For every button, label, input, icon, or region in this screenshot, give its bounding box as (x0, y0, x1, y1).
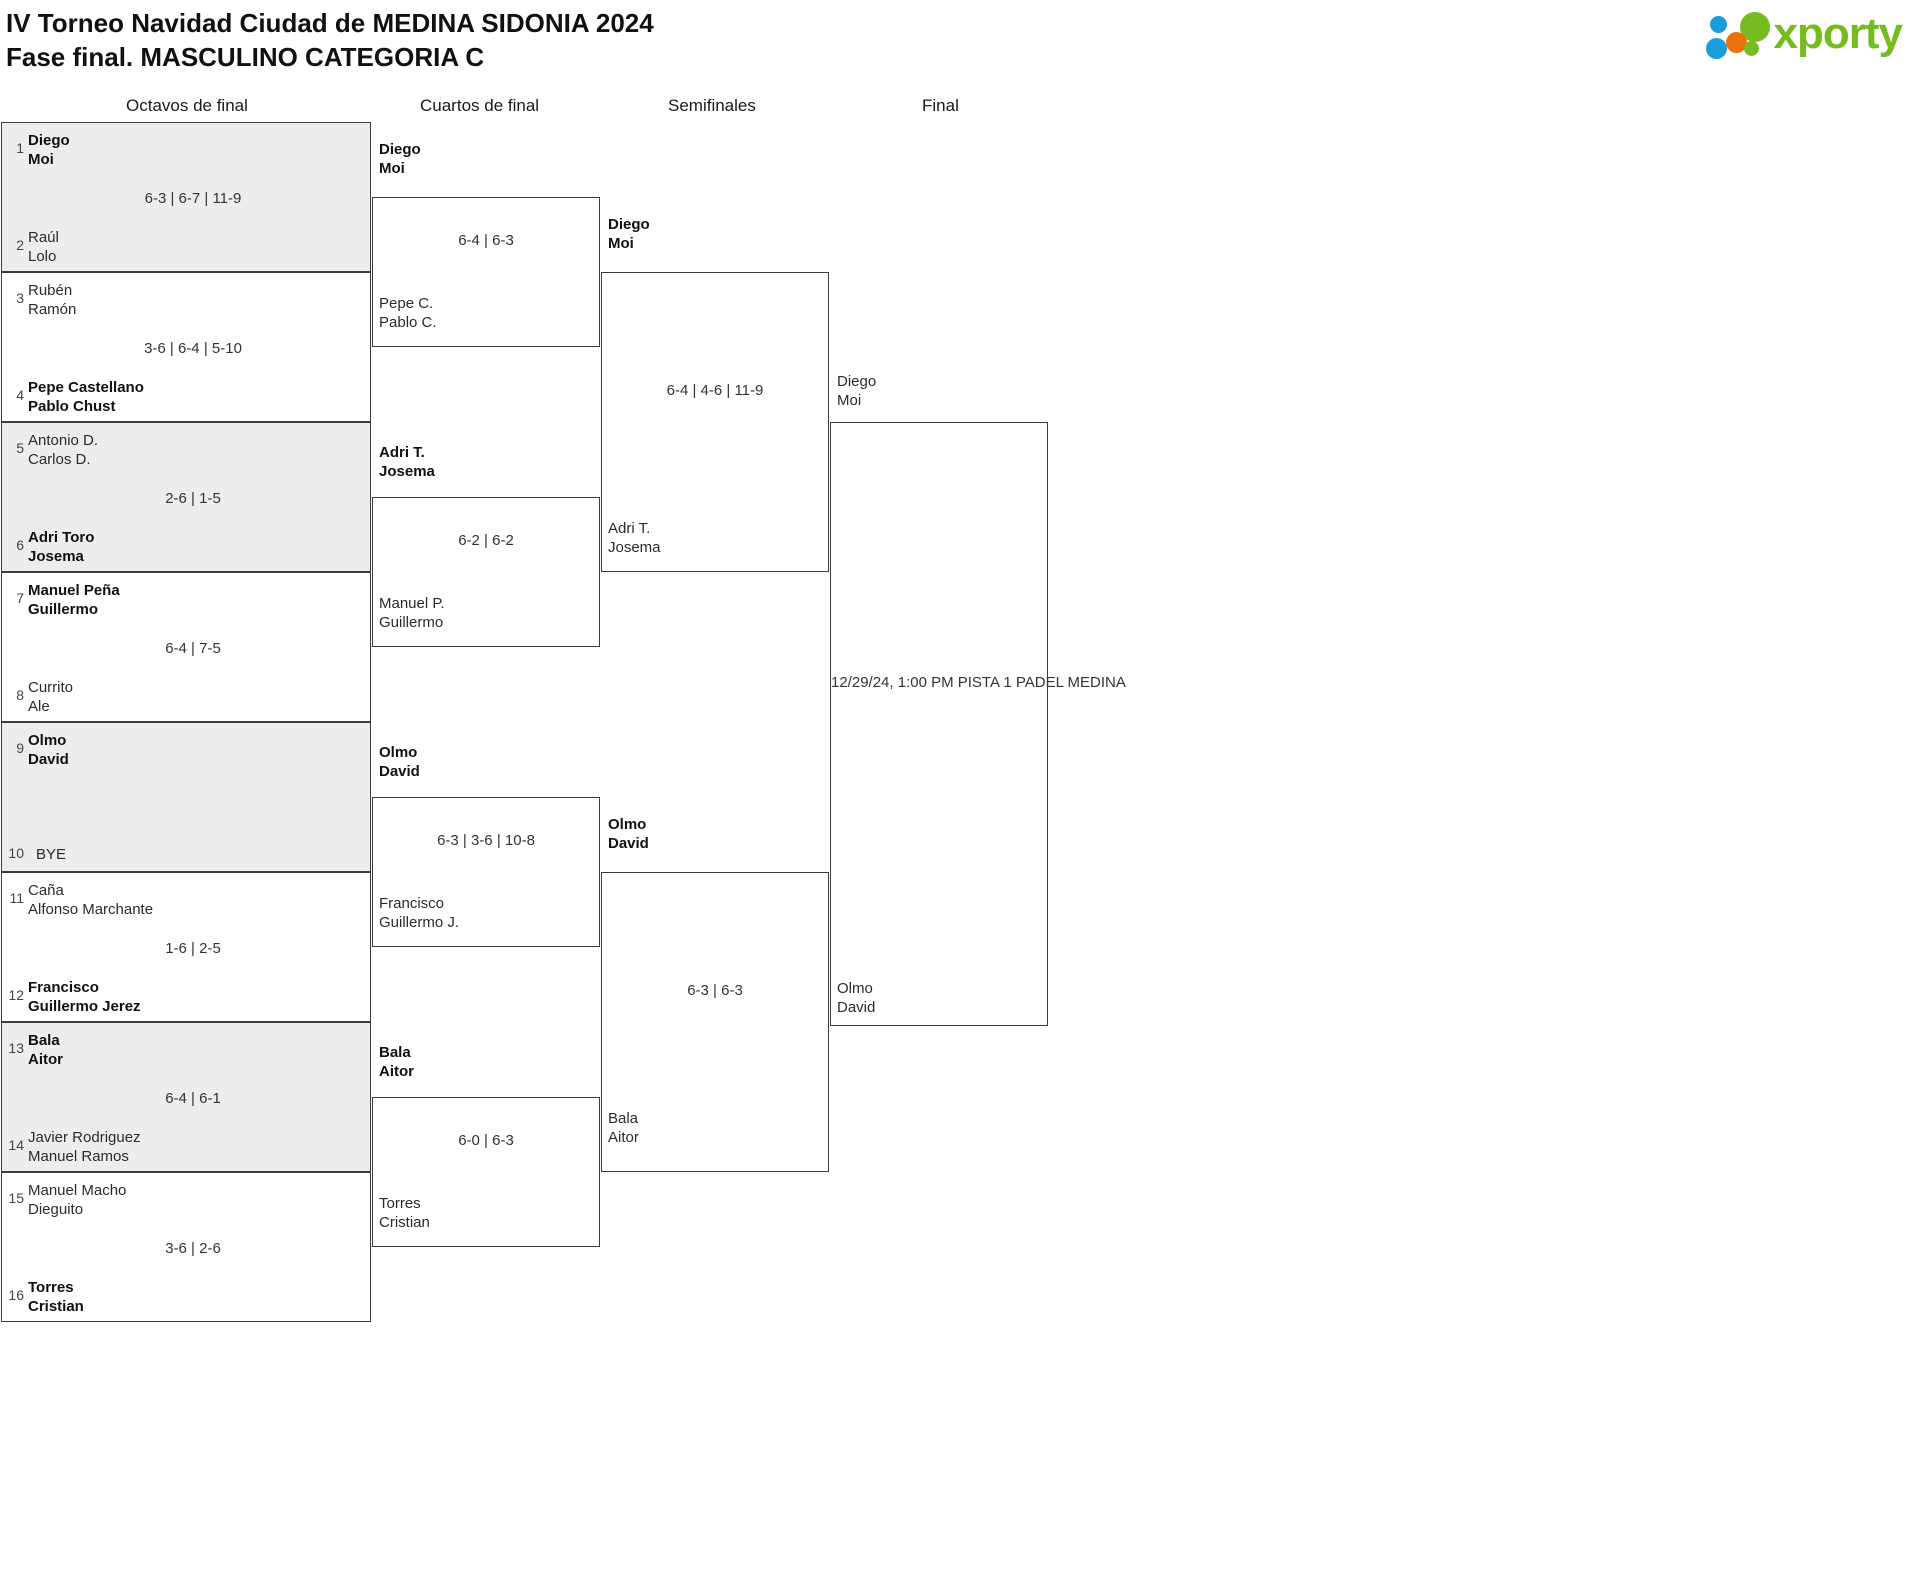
r16-team-bye: BYE (36, 846, 67, 863)
r16-team: Olmo David (28, 732, 69, 768)
seed-number: 1 (16, 140, 24, 156)
r16-team: Antonio D. Carlos D. (28, 432, 99, 468)
qf-score: 6-0 | 6-3 (458, 1132, 514, 1149)
seed-number: 10 (8, 845, 24, 861)
r16-team: Javier Rodriguez Manuel Ramos (28, 1129, 141, 1165)
r16-score: 3-6 | 2-6 (165, 1240, 221, 1257)
r16-score: 6-4 | 7-5 (165, 640, 221, 657)
r16-team: Pepe Castellano Pablo Chust (28, 379, 144, 415)
seed-number: 12 (8, 987, 24, 1003)
r16-team: Francisco Guillermo Jerez (28, 979, 141, 1015)
r16-team: Manuel Peña Guillermo (28, 582, 120, 618)
qf-team: Diego Moi (379, 141, 421, 177)
seed-number: 3 (16, 290, 24, 306)
seed-number: 9 (16, 740, 24, 756)
r16-team: Adri Toro Josema (28, 529, 95, 565)
seed-number: 6 (16, 537, 24, 553)
qf-match-1[interactable] (372, 197, 600, 347)
qf-match-2[interactable] (372, 497, 600, 647)
qf-team: Bala Aitor (379, 1044, 414, 1080)
r16-team: Manuel Macho Dieguito (28, 1182, 127, 1218)
xporty-dots-icon (1702, 8, 1770, 60)
xporty-logo[interactable]: xporty (1702, 8, 1903, 60)
r16-score: 6-4 | 6-1 (165, 1090, 221, 1107)
sf-match-2[interactable] (601, 872, 829, 1172)
r16-match-1[interactable] (1, 122, 371, 272)
final-team: Olmo David (837, 980, 876, 1016)
seed-number: 13 (8, 1040, 24, 1056)
round-header-cuartos: Cuartos de final (420, 96, 540, 115)
round-header-final: Final (922, 96, 959, 115)
qf-team: Torres Cristian (379, 1195, 430, 1231)
seed-number: 2 (16, 237, 24, 253)
seed-number: 4 (16, 387, 24, 403)
seed-number: 8 (16, 687, 24, 703)
xporty-wordmark: xporty (1773, 9, 1903, 58)
r16-match-6[interactable] (1, 872, 371, 1022)
seed-number: 11 (9, 890, 24, 906)
r16-team: Diego Moi (28, 132, 70, 168)
r16-match-2[interactable] (1, 272, 371, 422)
r16-match-5[interactable] (1, 722, 371, 872)
sf-score: 6-4 | 4-6 | 11-9 (666, 382, 764, 399)
qf-score: 6-2 | 6-2 (458, 532, 514, 549)
qf-team: Francisco Guillermo J. (379, 895, 460, 931)
seed-number: 15 (8, 1190, 24, 1206)
r16-team: Rubén Ramón (28, 282, 77, 318)
seed-number: 5 (16, 440, 24, 456)
round-header-semis: Semifinales (668, 96, 756, 115)
r16-match-8[interactable] (1, 1172, 371, 1322)
final-team: Diego Moi (837, 373, 877, 409)
r16-team: Bala Aitor (28, 1032, 63, 1068)
r16-match-7[interactable] (1, 1022, 371, 1172)
sf-match-1[interactable] (601, 272, 829, 572)
r16-team: Caña Alfonso Marchante (28, 882, 154, 918)
seed-number: 16 (8, 1287, 24, 1303)
r16-match-4[interactable] (1, 572, 371, 722)
qf-score: 6-3 | 3-6 | 10-8 (437, 832, 535, 849)
tournament-title-line1: IV Torneo Navidad Ciudad de MEDINA SIDON… (6, 8, 654, 38)
sf-team: Diego Moi (608, 216, 650, 252)
r16-score: 2-6 | 1-5 (165, 490, 221, 507)
qf-team: Adri T. Josema (379, 444, 435, 480)
r16-team: Raúl Lolo (28, 229, 59, 265)
sf-team: Olmo David (608, 816, 649, 852)
r16-team: Torres Cristian (28, 1279, 84, 1315)
r16-score: 1-6 | 2-5 (165, 940, 221, 957)
qf-team: Manuel P. Guillermo (379, 595, 445, 631)
sf-score: 6-3 | 6-3 (687, 982, 743, 999)
qf-score: 6-4 | 6-3 (458, 232, 514, 249)
seed-number: 14 (8, 1137, 24, 1153)
sf-team: Adri T. Josema (608, 520, 661, 556)
sf-team: Bala Aitor (608, 1110, 639, 1146)
final-match-info: 12/29/24, 1:00 PM PISTA 1 PADEL MEDINA (831, 674, 1126, 691)
qf-team: Olmo David (379, 744, 420, 780)
qf-match-3[interactable] (372, 797, 600, 947)
qf-match-4[interactable] (372, 1097, 600, 1247)
r16-score: 6-3 | 6-7 | 11-9 (144, 190, 242, 207)
seed-number: 7 (16, 590, 24, 606)
page-title: IV Torneo Navidad Ciudad de MEDINA SIDON… (6, 6, 654, 74)
r16-team: Currito Ale (28, 679, 74, 715)
tournament-title-line2: Fase final. MASCULINO CATEGORIA C (6, 42, 485, 72)
round-header-octavos: Octavos de final (126, 96, 248, 115)
r16-match-3[interactable] (1, 422, 371, 572)
qf-team: Pepe C. Pablo C. (379, 295, 437, 331)
final-match[interactable] (830, 422, 1048, 1026)
r16-score: 3-6 | 6-4 | 5-10 (144, 340, 242, 357)
